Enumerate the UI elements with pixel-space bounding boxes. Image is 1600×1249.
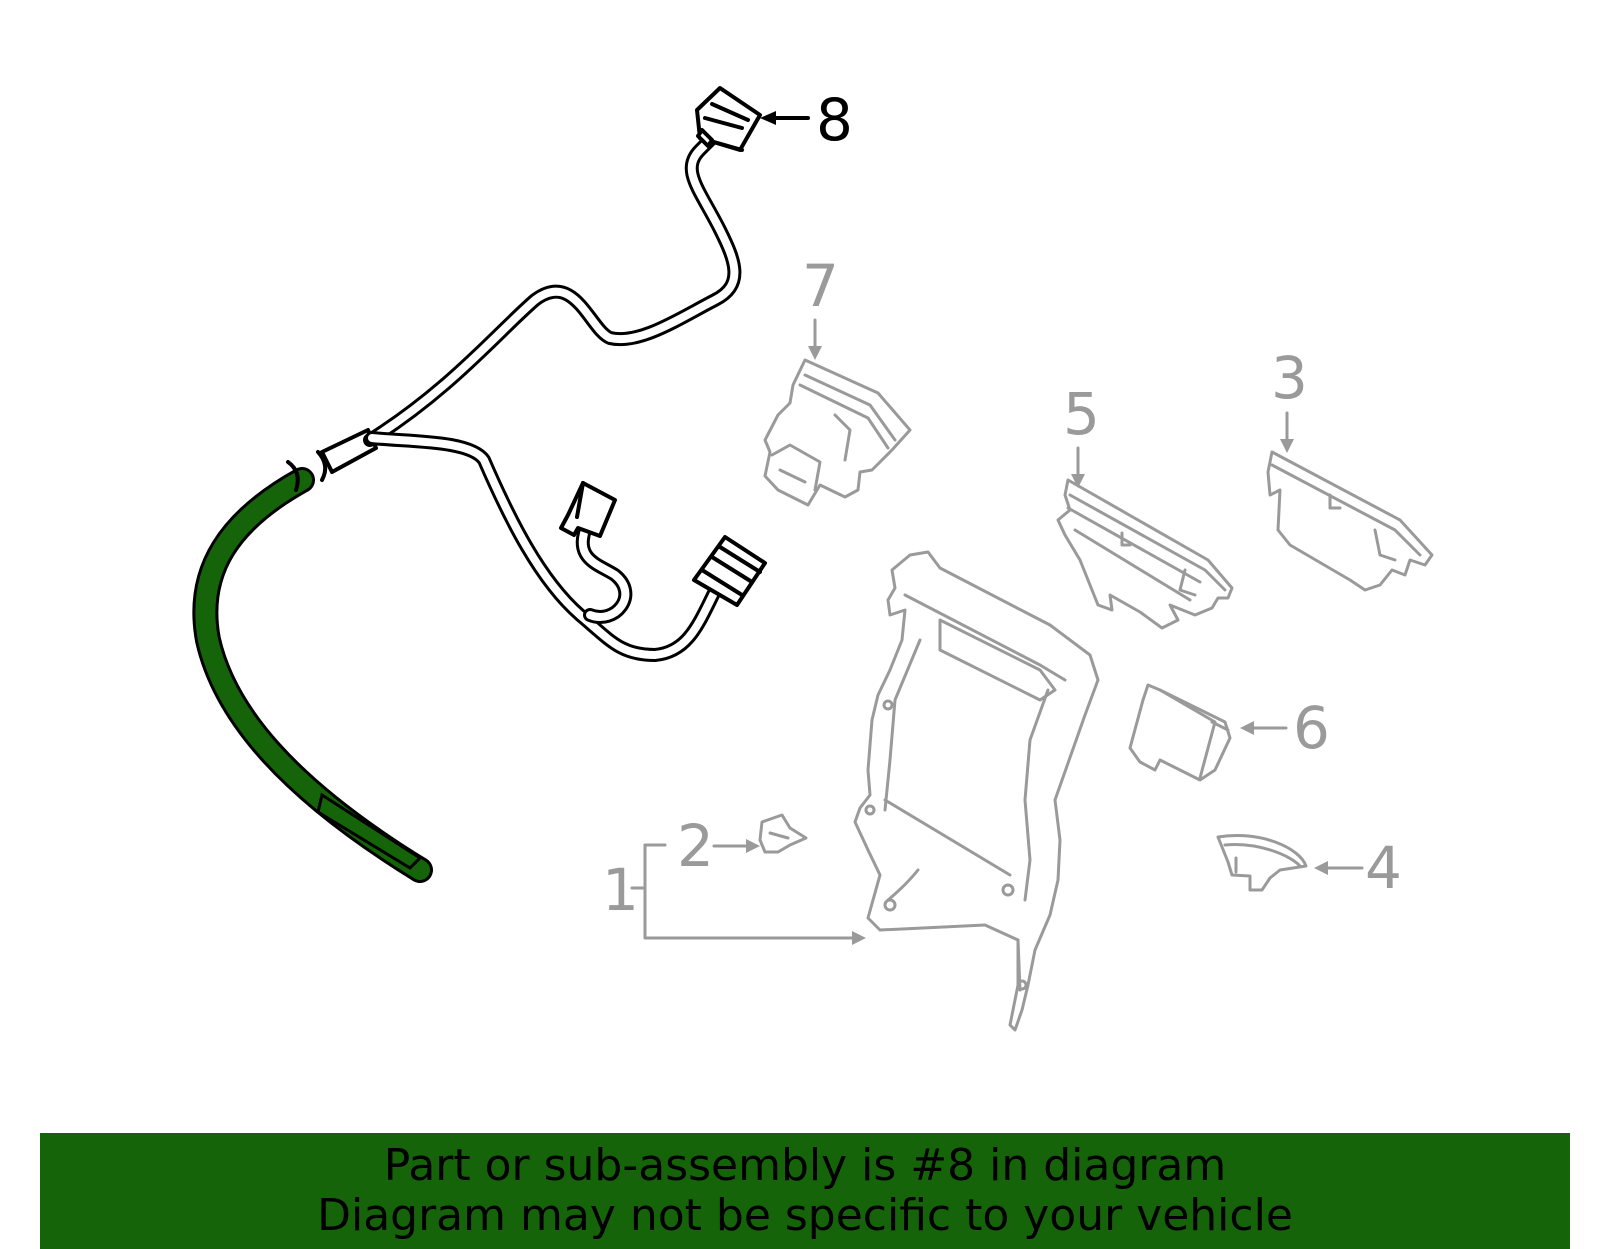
- harness-break-mark: [316, 450, 328, 482]
- callout-7-label: 7: [802, 252, 839, 320]
- info-banner: Part or sub-assembly is #8 in diagram Di…: [40, 1133, 1570, 1249]
- callout-6-arrowhead: [1240, 721, 1254, 735]
- callout-labels: 8 7 5 3 6 2 1 4: [602, 86, 1402, 924]
- part-2-clip[interactable]: [758, 813, 808, 854]
- part-4-cap[interactable]: [1216, 834, 1308, 892]
- leader-lines: [630, 111, 1364, 945]
- callout-3-arrowhead: [1280, 439, 1294, 453]
- part-8-wiring-harness[interactable]: [192, 86, 767, 883]
- harness-wire-main-core: [366, 126, 739, 444]
- callout-5-label: 5: [1063, 380, 1100, 448]
- callout-5-arrowhead: [1071, 474, 1085, 488]
- harness-wire-branch-core: [368, 434, 722, 659]
- harness-conduit-clip: [316, 792, 423, 870]
- connector-small: [559, 481, 617, 538]
- callout-2-arrowhead: [746, 839, 760, 853]
- part-3-trim-piece[interactable]: [1266, 450, 1434, 592]
- part-1-panel[interactable]: [853, 550, 1100, 1032]
- callout-1-bracket: [630, 843, 857, 940]
- part-5-bezel[interactable]: [1056, 478, 1234, 630]
- part-7-switch-module[interactable]: [763, 358, 912, 507]
- harness-sleeve: [320, 428, 378, 474]
- connector-lower: [692, 535, 767, 607]
- callout-7-arrowhead: [808, 346, 822, 360]
- callout-6-label: 6: [1293, 694, 1330, 762]
- callout-3-label: 3: [1271, 344, 1308, 412]
- callout-4-label: 4: [1365, 834, 1402, 902]
- callout-8-label: 8: [816, 86, 853, 154]
- callout-1-label: 1: [602, 856, 639, 924]
- callout-8-arrowhead: [760, 111, 776, 125]
- part-6-module[interactable]: [1128, 683, 1232, 782]
- connector-8: [695, 86, 762, 152]
- harness-wire-branch: [365, 431, 725, 662]
- banner-line-2: Diagram may not be specific to your vehi…: [317, 1190, 1293, 1241]
- callout-2-label: 2: [677, 812, 714, 880]
- callout-4-arrowhead: [1314, 861, 1328, 875]
- harness-wire-pigtail-core: [578, 526, 630, 621]
- banner-line-1: Part or sub-assembly is #8 in diagram: [383, 1140, 1227, 1191]
- harness-conduit-fill: [195, 470, 430, 880]
- harness-break-mark: [286, 460, 300, 492]
- harness-wire-main: [363, 123, 742, 447]
- callout-1-arrowhead: [852, 931, 866, 945]
